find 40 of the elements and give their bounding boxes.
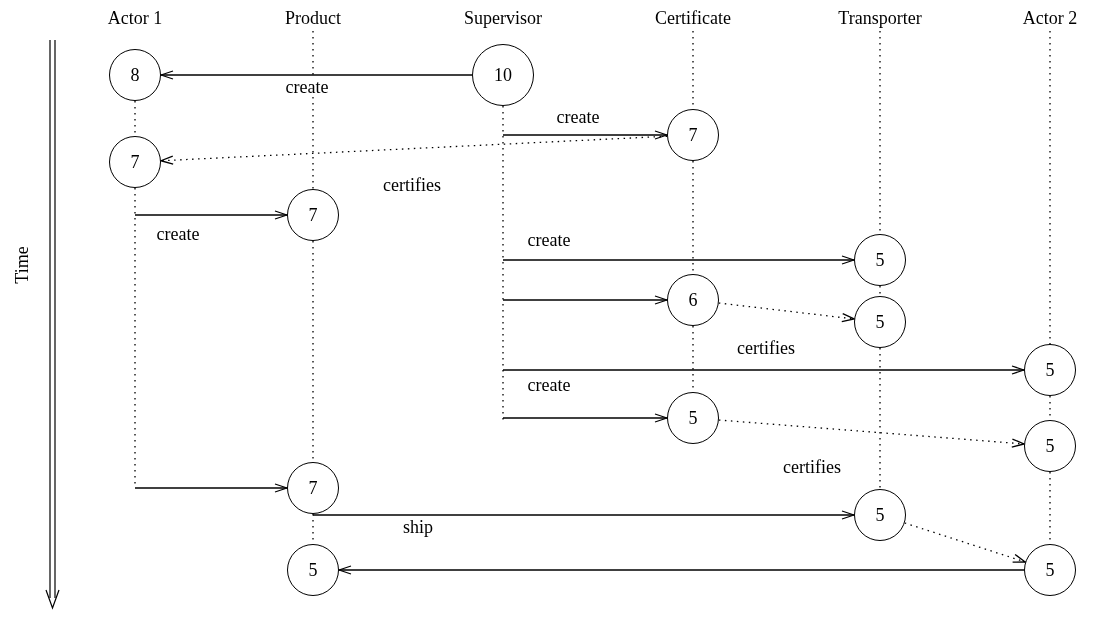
arrow [134,210,288,220]
dotted-arrow [718,419,1025,448]
circle-node: 8 [109,49,161,101]
circle-node: 7 [287,462,339,514]
circle-node: 5 [667,392,719,444]
lifeline [312,30,314,190]
dotted-arrow [160,135,668,165]
arrow [502,365,1025,375]
lifeline [879,347,881,490]
circle-node: 5 [1024,544,1076,596]
circle-node: 10 [472,44,534,106]
arrow [502,255,855,265]
dotted-arrow [904,522,1026,563]
lifeline [879,285,881,297]
circle-node: 5 [854,489,906,541]
arrow [312,510,855,520]
column-header: Transporter [820,5,940,31]
circle-node: 5 [854,234,906,286]
circle-node: 7 [667,109,719,161]
edge-label: ship [401,517,435,537]
arrow [502,295,668,305]
arrow [502,413,668,423]
circle-node: 5 [1024,344,1076,396]
arrow [134,483,288,493]
circle-node: 5 [287,544,339,596]
arrow [338,565,1025,575]
column-header: Product [253,5,373,31]
circle-node: 5 [854,296,906,348]
column-header: Certificate [633,5,753,31]
dotted-arrow [718,302,855,323]
circle-node: 6 [667,274,719,326]
circle-node: 7 [287,189,339,241]
column-header: Actor 2 [990,5,1097,31]
circle-node: 5 [1024,420,1076,472]
lifeline [502,105,504,423]
arrow [160,70,473,80]
arrow [502,130,668,140]
circle-node: 7 [109,136,161,188]
column-header: Supervisor [443,5,563,31]
column-header: Actor 1 [75,5,195,31]
